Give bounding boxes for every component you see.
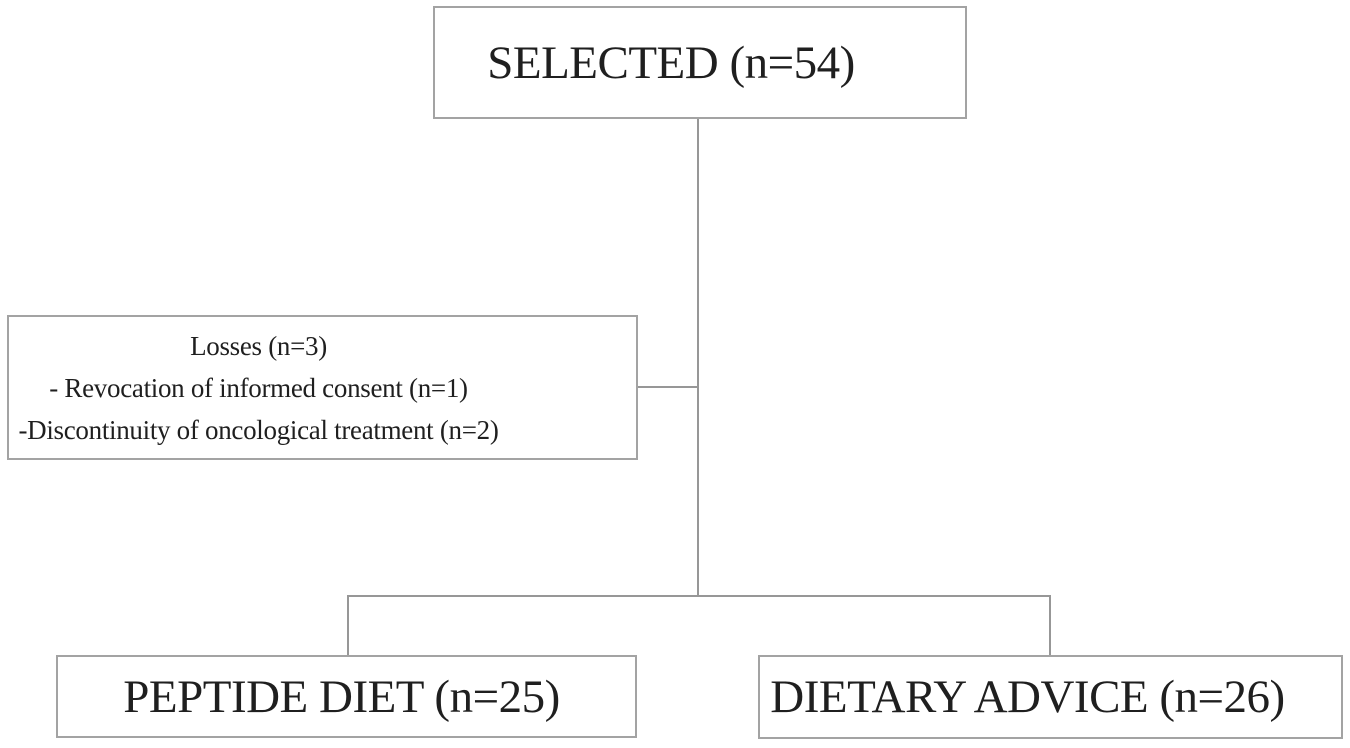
connector-vertical-main	[697, 119, 699, 597]
connector-drop-right	[1049, 595, 1051, 657]
losses-title: Losses (n=3)	[190, 330, 327, 361]
dietary-advice-box: DIETARY ADVICE (n=26)	[758, 655, 1343, 739]
peptide-diet-box: PEPTIDE DIET (n=25)	[56, 655, 637, 738]
selected-box: SELECTED (n=54)	[433, 6, 967, 119]
selected-box-label: SELECTED (n=54)	[487, 36, 855, 89]
connector-split-horizontal	[347, 595, 1051, 597]
losses-box: Losses (n=3) - Revocation of informed co…	[7, 315, 638, 460]
connector-drop-left	[347, 595, 349, 657]
dietary-advice-box-label: DIETARY ADVICE (n=26)	[770, 671, 1285, 723]
losses-reason-revocation: - Revocation of informed consent (n=1)	[49, 372, 468, 403]
peptide-diet-box-label: PEPTIDE DIET (n=25)	[123, 670, 560, 723]
connector-losses-branch	[638, 386, 698, 388]
losses-reason-discontinuity: -Discontinuity of oncological treatment …	[18, 414, 499, 445]
